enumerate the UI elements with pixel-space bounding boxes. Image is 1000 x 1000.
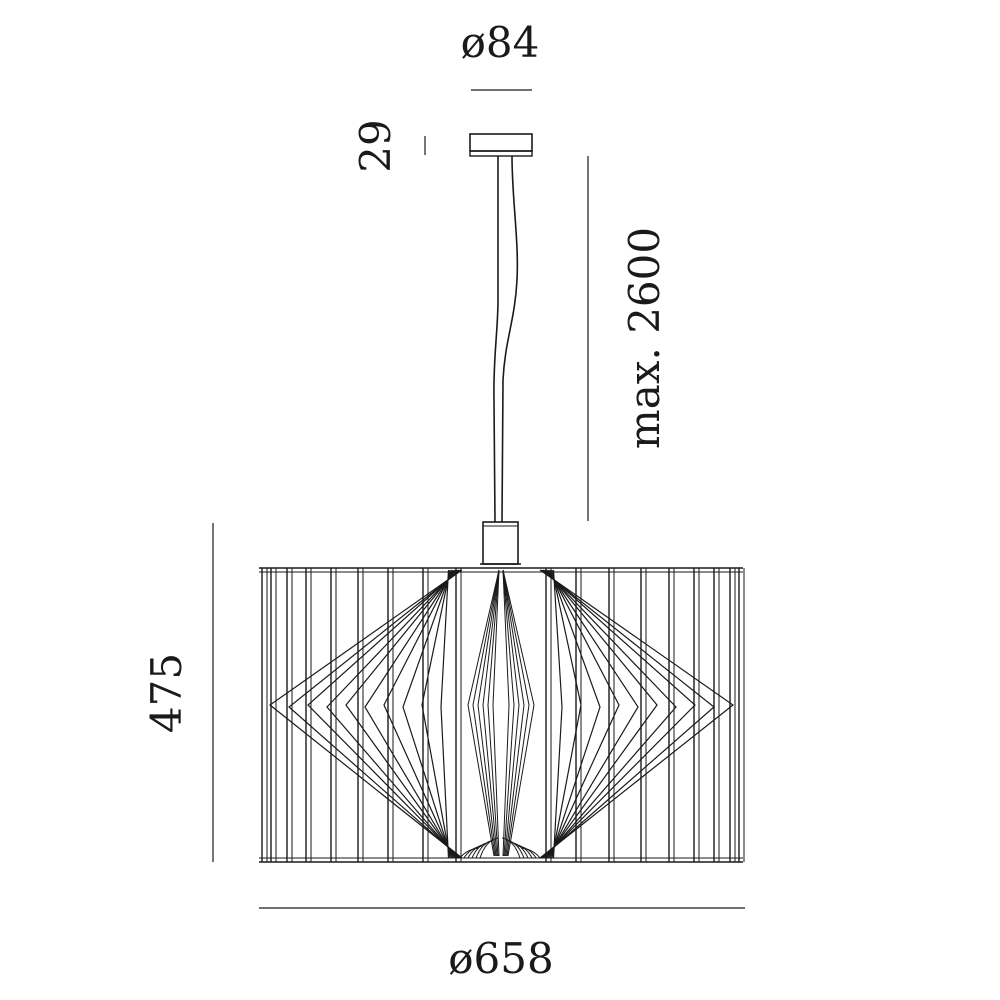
shade-diameter-dimension: ø658 xyxy=(259,907,745,983)
shade-diamond-wire-left xyxy=(440,569,450,859)
shade-diamond-wire-right xyxy=(546,569,639,859)
shade-center-wire xyxy=(487,569,500,857)
shade-diamond-wire-left xyxy=(345,569,457,859)
shade-diamond-wire-right xyxy=(551,569,582,859)
cable-length-dimension: max. 2600 xyxy=(587,156,669,521)
shade-diamond-wire-right xyxy=(542,569,696,859)
shade-center-wire xyxy=(502,569,530,857)
shade-center-wire xyxy=(502,569,520,857)
shade-center-wire xyxy=(502,569,510,857)
canopy-height-dimension: 29 xyxy=(351,119,426,173)
canopy-diameter-dimension: ø84 xyxy=(461,18,540,91)
shade-center-wire xyxy=(482,569,500,857)
shade-diamond-wire-right xyxy=(541,569,715,859)
shade-center-wire xyxy=(467,569,500,857)
shade-center-wire xyxy=(502,569,515,857)
shade-height-label: 475 xyxy=(142,653,191,733)
ceiling-canopy xyxy=(469,133,533,157)
shade-height-dimension: 475 xyxy=(142,523,214,862)
shade-bottom-loop-left xyxy=(479,837,499,859)
canopy-diameter-label: ø84 xyxy=(461,18,540,67)
shade-diamond-wire-right xyxy=(552,569,563,859)
shade-center-wire xyxy=(502,569,525,857)
shade-diamond-wire-left xyxy=(421,569,451,859)
shade-diamond-wire-right xyxy=(544,569,677,859)
shade-diamond-wire-right xyxy=(539,569,735,859)
shade-center-wire xyxy=(502,569,535,857)
shade-center-wire xyxy=(472,569,500,857)
suspension-cable xyxy=(493,155,519,523)
wire-shade xyxy=(259,567,745,863)
shade-diamond-wire-right xyxy=(549,569,601,859)
shade-diamond-wire-left xyxy=(326,569,458,859)
cable-length-label: max. 2600 xyxy=(620,227,669,449)
shade-diamond-wire-left xyxy=(364,569,456,859)
shade-diameter-label: ø658 xyxy=(448,934,553,983)
canopy-height-label: 29 xyxy=(351,119,400,172)
shade-diamond-wire-left xyxy=(268,569,463,859)
shade-diamond-wire-right xyxy=(545,569,658,859)
shade-center-wire xyxy=(492,569,500,857)
shade-diamond-wire-left xyxy=(288,569,461,859)
shade-diamond-wire-left xyxy=(402,569,453,859)
shade-center-wire xyxy=(477,569,500,857)
shade-bottom-loop-right xyxy=(501,837,521,859)
shade-diamond-wire-right xyxy=(548,569,620,859)
shade-diamond-wire-left xyxy=(307,569,460,859)
shade-diamond-wire-left xyxy=(383,569,454,859)
lamp-holder xyxy=(480,521,521,565)
